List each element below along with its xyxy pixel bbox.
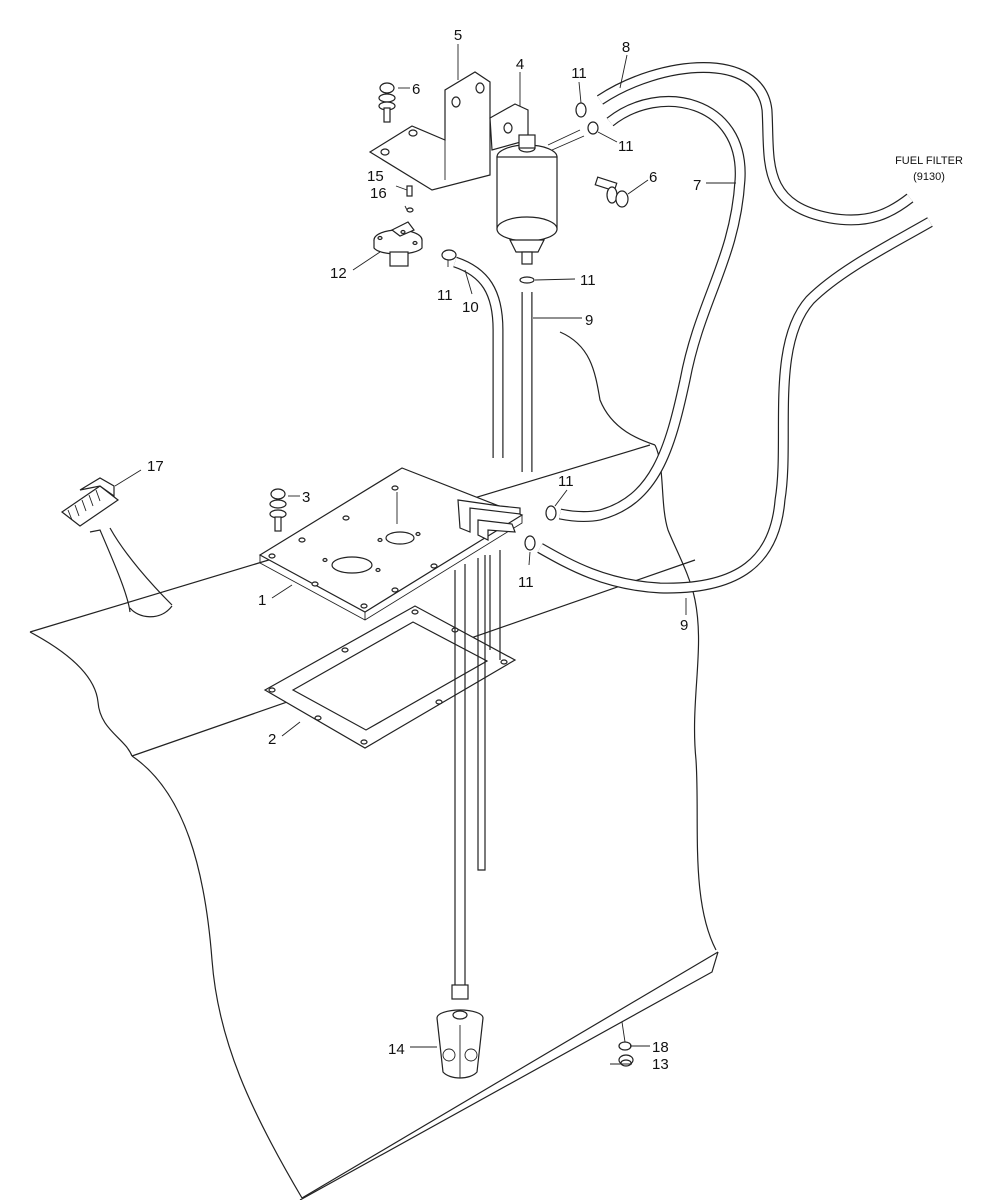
callout-11-b: 11 (618, 138, 634, 155)
callout-2: 2 (268, 731, 276, 748)
gasket-2 (263, 605, 517, 749)
callout-5: 5 (454, 27, 462, 44)
suction-pipe (454, 550, 501, 985)
filler-cap-15 (60, 477, 120, 527)
callout-9-lower: 9 (680, 617, 688, 634)
callout-3: 3 (302, 489, 310, 506)
callout-16: 14 (388, 1041, 405, 1058)
callout-11-d: 11 (580, 272, 596, 289)
callout-17: 13 (652, 1056, 669, 1073)
hose-7 (558, 96, 746, 523)
clamp-11-e (545, 505, 557, 521)
callout-18: 18 (652, 1039, 669, 1056)
callout-labels: 5 4 8 11 6 11 6 7 15 16 12 11 10 11 9 17… (147, 27, 701, 1073)
callout-7: 7 (693, 177, 701, 194)
washer-14 (406, 207, 414, 213)
drain-ring-18 (618, 1041, 632, 1051)
screw-13 (406, 185, 413, 197)
clamp-11-b (587, 121, 599, 135)
callout-6-upper: 6 (412, 81, 420, 98)
callout-10: 10 (462, 299, 479, 316)
mounting-plate-1 (258, 467, 524, 621)
hose-9-long (537, 217, 933, 594)
callout-6-side: 6 (649, 169, 657, 186)
clamp-11-a (575, 102, 587, 118)
leader-lines (114, 44, 736, 1065)
callout-9-upper: 9 (585, 312, 593, 329)
fuel-filter-ref: (9130) (913, 171, 945, 183)
strainer-body (496, 129, 585, 265)
bolt-6-upper (378, 82, 396, 123)
callout-11-a: 11 (571, 65, 587, 82)
callout-15: 17 (147, 458, 164, 475)
fuel-filter-title: FUEL FILTER (895, 155, 963, 167)
bracket-5 (368, 71, 491, 191)
callout-11-f: 11 (518, 574, 534, 591)
hose-10 (453, 256, 504, 458)
callout-14: 16 (370, 185, 387, 202)
callout-11-c: 11 (437, 287, 453, 304)
callout-1: 1 (258, 592, 266, 609)
fuel-filter-annotation: FUEL FILTER (9130) (895, 155, 963, 183)
callout-11-e: 11 (558, 473, 574, 490)
fuel-sender-12 (373, 221, 423, 267)
clamp-11-d (519, 276, 535, 284)
bolt-6-side (594, 176, 629, 208)
drain-plug-17 (618, 1054, 634, 1067)
fuel-tank-outline (29, 331, 719, 1200)
callout-13: 15 (367, 168, 384, 185)
callout-8: 8 (622, 39, 630, 56)
clamp-11-f (524, 535, 536, 551)
bolt-3 (269, 488, 287, 532)
suction-strainer-16 (436, 984, 484, 1079)
clamp-11-c (441, 249, 457, 261)
hose-8 (596, 62, 914, 226)
callout-4: 4 (516, 56, 524, 73)
callout-12: 12 (330, 265, 347, 282)
